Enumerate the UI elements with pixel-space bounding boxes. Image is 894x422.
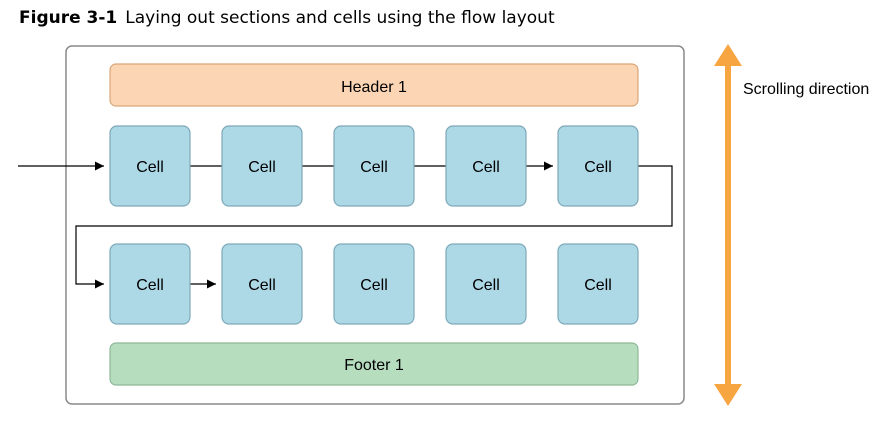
flow-lines bbox=[18, 161, 673, 289]
section-container bbox=[65, 45, 685, 405]
cell-box bbox=[557, 243, 639, 325]
figure-label: Figure 3-1 bbox=[19, 8, 118, 28]
cell-label: Cell bbox=[248, 277, 276, 294]
cell-label: Cell bbox=[360, 159, 388, 176]
cell-box bbox=[557, 125, 639, 207]
scroll-arrow-up-icon bbox=[714, 44, 742, 66]
cell-row1-col2: Cell bbox=[221, 125, 303, 207]
cell-row2-col1: Cell bbox=[109, 243, 191, 325]
footer-label: Footer 1 bbox=[344, 357, 404, 374]
cell-box bbox=[221, 243, 303, 325]
figure-caption: Figure 3-1 Laying out sections and cells … bbox=[19, 8, 555, 28]
cell-box bbox=[109, 125, 191, 207]
cell-box bbox=[221, 125, 303, 207]
cell-label: Cell bbox=[472, 159, 500, 176]
cell-row2-col5: Cell bbox=[557, 243, 639, 325]
cell-row2-col2: Cell bbox=[221, 243, 303, 325]
cell-box bbox=[333, 243, 415, 325]
header-box bbox=[109, 63, 639, 107]
scroll-arrow-down-icon bbox=[714, 384, 742, 406]
cell-box bbox=[109, 243, 191, 325]
cell-label: Cell bbox=[584, 277, 612, 294]
cell-label: Cell bbox=[360, 277, 388, 294]
cell-box bbox=[333, 125, 415, 207]
section-header: Header 1 bbox=[109, 63, 639, 107]
cell-label: Cell bbox=[248, 159, 276, 176]
scrolling-direction-label: Scrolling direction bbox=[743, 81, 869, 98]
cell-box bbox=[445, 243, 527, 325]
section-footer: Footer 1 bbox=[109, 342, 639, 386]
scrolling-direction-arrow bbox=[714, 44, 742, 406]
cell-row2-col4: Cell bbox=[445, 243, 527, 325]
footer-box bbox=[109, 342, 639, 386]
header-label: Header 1 bbox=[341, 79, 407, 96]
cell-row1-col4: Cell bbox=[445, 125, 527, 207]
cell-label: Cell bbox=[472, 277, 500, 294]
row-wrap-arrow bbox=[75, 165, 673, 289]
cell-label: Cell bbox=[136, 159, 164, 176]
figure-title: Laying out sections and cells using the … bbox=[125, 8, 555, 28]
cell-label: Cell bbox=[584, 159, 612, 176]
cell-row1-col1: Cell bbox=[109, 125, 191, 207]
cell-box bbox=[445, 125, 527, 207]
cell-row2-col3: Cell bbox=[333, 243, 415, 325]
cell-row1-col3: Cell bbox=[333, 125, 415, 207]
cell-row1-col5: Cell bbox=[557, 125, 639, 207]
cell-label: Cell bbox=[136, 277, 164, 294]
